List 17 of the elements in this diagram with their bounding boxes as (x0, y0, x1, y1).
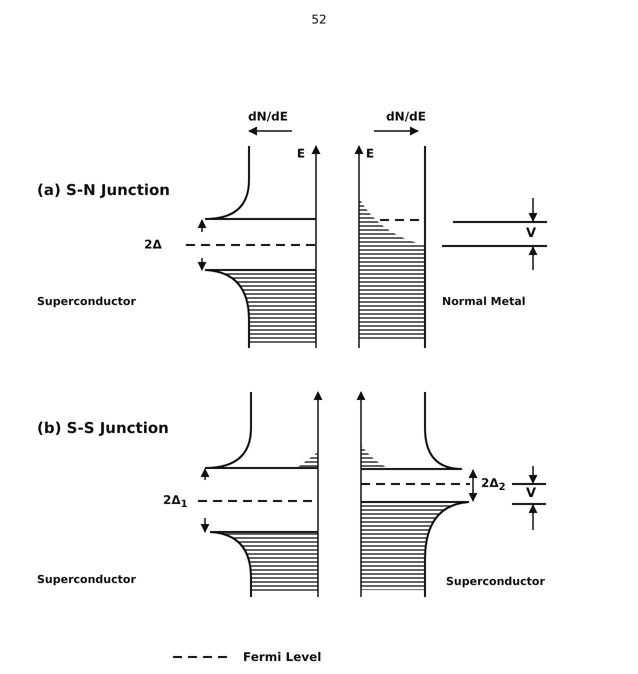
diagram-label: V (526, 486, 536, 502)
diagram-label: E (366, 147, 374, 161)
diagram-label: Superconductor (446, 576, 545, 588)
legend-text: Fermi Level (243, 650, 322, 664)
diagram-label: 2Δ (144, 238, 162, 252)
diagram-label: (a) S-N Junction (37, 182, 170, 198)
diagram-label: 2Δ$_{2}$ (481, 476, 506, 494)
diagram-label: Superconductor (37, 574, 136, 586)
diagram-label: V (526, 226, 536, 242)
diagram-label: E (296, 147, 306, 161)
diagram-label: Normal Metal (442, 296, 526, 308)
diagram-label: 2Δ$_{1}$ (163, 494, 188, 510)
diagram-label: 52 (311, 13, 327, 27)
diagram-label: (b) S-S Junction (37, 420, 169, 436)
diagram-label: dN/dE (386, 110, 426, 124)
diagram-label: Superconductor (37, 296, 136, 308)
diagram-label: dN/dE (248, 110, 288, 124)
